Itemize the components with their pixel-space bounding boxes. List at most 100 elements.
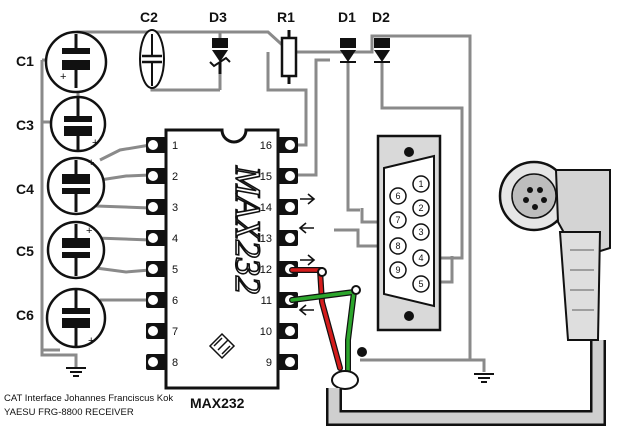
svg-text:+: +: [86, 225, 92, 237]
signal-arrows: [298, 193, 316, 316]
ic-left-pins: 1 2 3 4 5 6 7 8: [146, 137, 178, 370]
ground-icon-right: [474, 373, 494, 383]
db9-pin: 2: [412, 199, 430, 217]
shield-ground: [357, 347, 367, 357]
arrow-right-icon: [300, 254, 316, 266]
capacitor-c5: +: [46, 220, 106, 280]
zener-diode-d3: [209, 38, 231, 74]
svg-text:+: +: [88, 157, 94, 169]
ic-pin-number: 2: [172, 171, 178, 183]
ic-pin-left: 1: [146, 137, 178, 153]
din-plug-connector: [498, 160, 611, 341]
ic-pin-number: 10: [260, 326, 272, 338]
capacitor-c2: [139, 29, 165, 89]
ic-pin-number: 4: [172, 233, 178, 245]
ground-icon-left: [66, 367, 86, 377]
ic-pin-number: 3: [172, 202, 178, 214]
db9-pin: 1: [412, 175, 430, 193]
capacitor-c6: +: [45, 287, 107, 349]
arrow-left-icon: [298, 222, 314, 234]
max232-chip: [164, 128, 280, 390]
arrow-left-icon: [298, 304, 314, 316]
credit-author: CAT Interface Johannes Franciscus Kok: [4, 393, 173, 404]
ic-pin-right: 9: [266, 354, 298, 370]
arrow-right-icon: [300, 193, 316, 205]
ic-pin-number: 12: [260, 264, 272, 276]
ic-pin-left: 2: [146, 168, 178, 184]
label-c4: C4: [16, 181, 34, 197]
ic-pin-left: 5: [146, 261, 178, 277]
db9-pin-number: 5: [418, 279, 423, 289]
db9-pin-number: 4: [418, 253, 423, 263]
diode-d2: [374, 38, 390, 63]
db9-pin-number: 3: [418, 227, 423, 237]
ic-pin-left: 4: [146, 230, 178, 246]
ic-pin-number: 15: [260, 171, 272, 183]
cable-jacket: [326, 340, 606, 426]
ic-pin-right: 12: [260, 261, 298, 277]
ic-pin-number: 16: [260, 140, 272, 152]
ic-pin-right: 13: [260, 230, 298, 246]
ic-pin-right: 14: [260, 199, 298, 215]
db9-pin: 8: [389, 237, 407, 255]
chip-body-label: MAX232: [228, 165, 268, 294]
credit-device: YAESU FRG-8800 RECEIVER: [4, 407, 134, 418]
ic-pin-number: 14: [260, 202, 272, 214]
label-d1: D1: [338, 9, 356, 25]
label-d3: D3: [209, 9, 227, 25]
ic-pin-number: 6: [172, 295, 178, 307]
db9-pin: 4: [412, 249, 430, 267]
db9-pins: 1 2 3 4 5 6 7 8 9: [389, 175, 430, 293]
capacitor-c4: +: [46, 156, 106, 216]
db9-pin-number: 9: [395, 265, 400, 275]
db9-pin: 6: [389, 187, 407, 205]
label-d2: D2: [372, 9, 390, 25]
wiring: [40, 30, 486, 372]
chip-logo-icon: [208, 332, 236, 360]
label-r1: R1: [277, 9, 295, 25]
db9-pin-number: 8: [395, 241, 400, 251]
svg-text:+: +: [88, 335, 94, 347]
ic-pin-number: 11: [261, 295, 272, 307]
wire-end: [317, 267, 327, 277]
ic-pin-left: 7: [146, 323, 178, 339]
ic-pin-right: 15: [260, 168, 298, 184]
db9-pin: 7: [389, 211, 407, 229]
db9-pin-number: 6: [395, 191, 400, 201]
ic-pin-right: 10: [260, 323, 298, 339]
label-c1: C1: [16, 53, 34, 69]
db9-connector: [376, 134, 442, 332]
cable-wires: [289, 267, 358, 373]
ic-pin-right: 16: [260, 137, 298, 153]
db9-pin-number: 2: [418, 203, 423, 213]
db9-pin: 3: [412, 223, 430, 241]
ic-pin-number: 9: [266, 357, 272, 369]
svg-text:+: +: [60, 71, 66, 83]
ic-pin-number: 7: [172, 326, 178, 338]
ic-pin-number: 1: [172, 140, 178, 152]
ic-right-pins: 16 15 14 13 12 11 10 9: [260, 137, 298, 370]
wire-end: [351, 285, 361, 295]
db9-pin: 9: [389, 261, 407, 279]
db9-pin-number: 7: [395, 215, 400, 225]
ic-pin-left: 8: [146, 354, 178, 370]
resistor-r1: [280, 30, 298, 84]
ic-name-label: MAX232: [190, 395, 245, 411]
db9-pin: 5: [412, 275, 430, 293]
ic-pin-number: 8: [172, 357, 178, 369]
diode-d1: [340, 38, 356, 63]
ic-pin-number: 5: [172, 264, 178, 276]
ic-pin-number: 13: [260, 233, 272, 245]
capacitor-c3: +: [49, 95, 107, 153]
svg-text:+: +: [92, 137, 98, 149]
label-c3: C3: [16, 117, 34, 133]
label-c5: C5: [16, 243, 34, 259]
label-c6: C6: [16, 307, 34, 323]
ic-pin-left: 3: [146, 199, 178, 215]
ic-pin-left: 6: [146, 292, 178, 308]
capacitor-c1: +: [44, 30, 108, 94]
label-c2: C2: [140, 9, 158, 25]
db9-pin-number: 1: [418, 179, 423, 189]
